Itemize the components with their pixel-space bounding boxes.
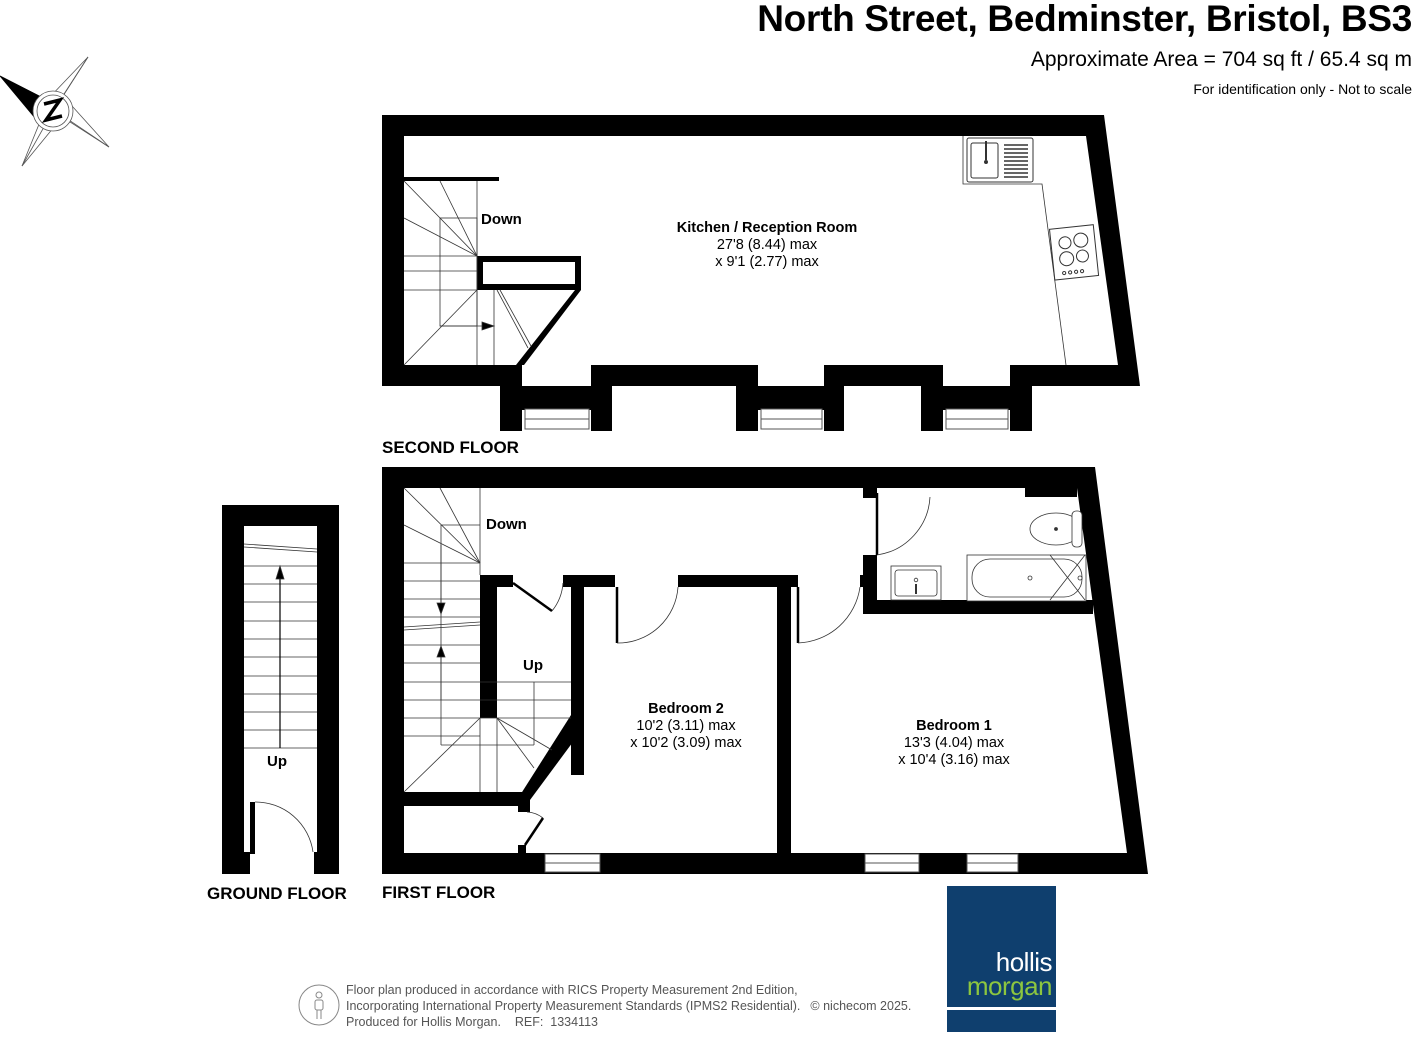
first-floor-windows bbox=[544, 853, 1019, 873]
logo-text-morgan: morgan bbox=[966, 971, 1053, 1001]
ground-floor-label: GROUND FLOOR bbox=[207, 884, 347, 903]
measurement-standard-icon bbox=[298, 984, 340, 1026]
hollis-morgan-logo: hollis morgan bbox=[947, 886, 1056, 1032]
second-floor-windows bbox=[524, 408, 1009, 430]
basin-icon bbox=[890, 565, 942, 601]
room-name: Bedroom 2 bbox=[648, 701, 724, 717]
footer-line-2: Incorporating International Property Mea… bbox=[346, 999, 801, 1013]
first-floor-stairs-down-label: Down bbox=[486, 516, 527, 533]
room-dimension-length: 27'8 (8.44) max bbox=[716, 237, 818, 253]
room-bedroom-1: Bedroom 1 13'3 (4.04) max x 10'4 (3.16) … bbox=[898, 718, 1010, 769]
ground-floor-stairs bbox=[243, 543, 318, 853]
footer-notes: Floor plan produced in accordance with R… bbox=[346, 982, 911, 1030]
footer-line-1: Floor plan produced in accordance with R… bbox=[346, 983, 798, 997]
room-dimension-width: x 9'1 (2.77) max bbox=[715, 254, 819, 270]
room-dimension-width: x 10'2 (3.09) max bbox=[630, 735, 742, 751]
logo-divider bbox=[947, 1007, 1056, 1010]
room-dimension-width: x 10'4 (3.16) max bbox=[898, 752, 1010, 768]
sink-icon bbox=[966, 137, 1034, 183]
ground-floor-walls bbox=[222, 505, 339, 874]
room-name: Bedroom 1 bbox=[916, 718, 992, 734]
footer-line-3: Produced for Hollis Morgan. REF: 1334113 bbox=[346, 1015, 598, 1029]
first-floor-stairs-up-label: Up bbox=[523, 657, 543, 674]
second-floor-walls bbox=[382, 115, 1140, 431]
first-floor-label: FIRST FLOOR bbox=[382, 883, 496, 902]
room-bedroom-2: Bedroom 2 10'2 (3.11) max x 10'2 (3.09) … bbox=[630, 701, 742, 752]
first-floor-doors bbox=[512, 493, 931, 846]
second-floor-stairs-down-label: Down bbox=[481, 211, 522, 228]
room-kitchen-reception: Kitchen / Reception Room 27'8 (8.44) max… bbox=[677, 220, 857, 271]
toilet-icon bbox=[1029, 510, 1083, 548]
property-address-title: North Street, Bedminster, Bristol, BS3 bbox=[757, 0, 1412, 39]
room-dimension-length: 10'2 (3.11) max bbox=[636, 718, 736, 734]
room-dimension-length: 13'3 (4.04) max bbox=[903, 735, 1005, 751]
north-compass-icon bbox=[0, 56, 110, 167]
hob-icon bbox=[1048, 224, 1100, 281]
copyright: © nichecom 2025. bbox=[810, 999, 912, 1013]
approximate-area: Approximate Area = 704 sq ft / 65.4 sq m bbox=[1030, 48, 1412, 71]
bath-icon bbox=[966, 554, 1087, 602]
scale-disclaimer: For identification only - Not to scale bbox=[1193, 81, 1412, 97]
ground-floor-stairs-up-label: Up bbox=[267, 753, 287, 770]
logo-text-hollis: hollis bbox=[995, 947, 1053, 977]
second-floor-stairs bbox=[403, 180, 532, 366]
second-floor-label: SECOND FLOOR bbox=[382, 438, 519, 457]
first-floor-stairs bbox=[403, 487, 571, 793]
first-floor-walls bbox=[382, 467, 1148, 874]
room-name: Kitchen / Reception Room bbox=[676, 220, 858, 236]
